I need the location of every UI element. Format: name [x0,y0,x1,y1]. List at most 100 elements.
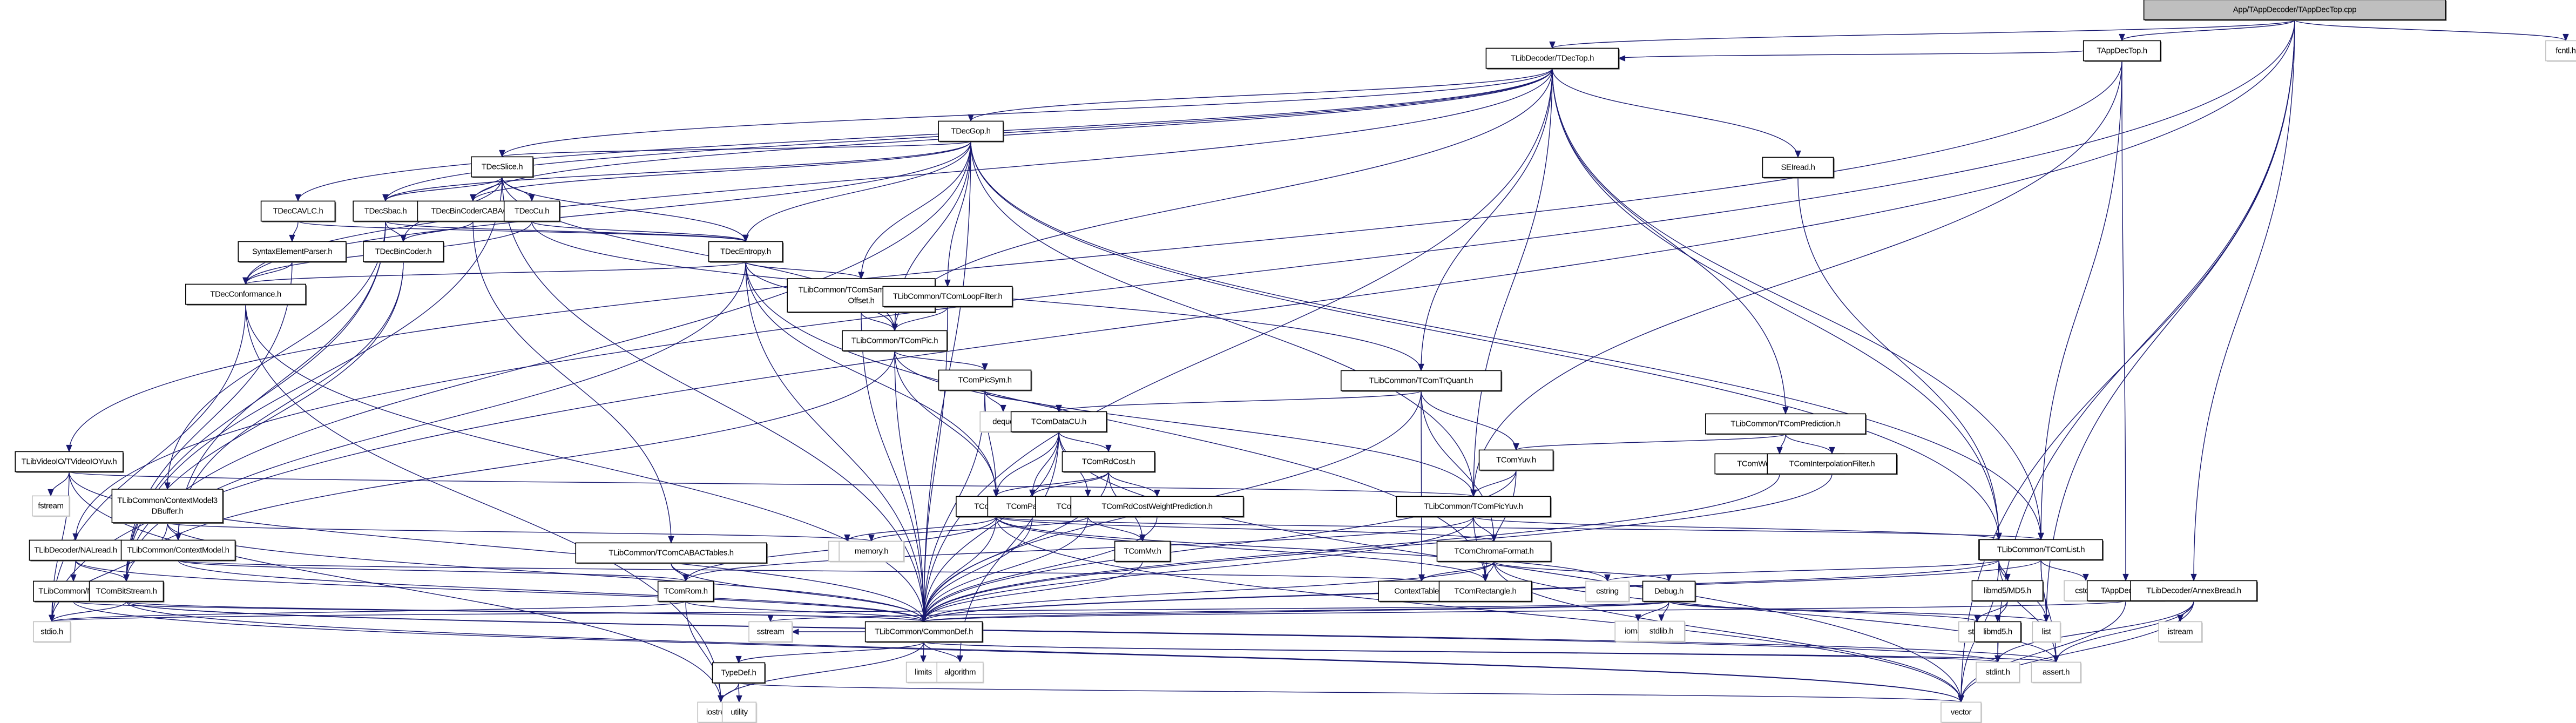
node-sstream: sstream [748,621,793,643]
edge-tcomlist-to-assert [2040,559,2059,663]
edge-debug-to-commondef [921,600,1669,623]
node-tcompicyuv[interactable]: TLibCommon/TComPicYuv.h [1396,496,1552,518]
edge-line [75,560,924,622]
arrowhead [1513,443,1519,451]
node-stdint: stdint.h [1976,661,2020,684]
node-tcompicsym[interactable]: TComPicSym.h [938,369,1032,391]
edge-line [923,600,2126,623]
node-tcomrom[interactable]: TComRom.h [657,580,715,603]
edge-line [1108,471,1158,497]
node-label: TComDataCU.h [1031,417,1086,427]
node-tvideoio[interactable]: TLibVideoIO/TVideoIOYuv.h [15,451,124,473]
edge-tdectop-to-tdeccavlc [295,68,1553,202]
node-tdectop[interactable]: TLibDecoder/TDecTop.h [1485,48,1620,70]
node-tdecslice[interactable]: TDecSlice.h [471,156,535,178]
node-tcompic[interactable]: TLibCommon/TComPic.h [842,330,948,352]
edge-tcompic-to-tcompicsym [894,350,988,371]
edge-line [947,141,971,287]
node-typedef[interactable]: TypeDef.h [712,662,766,684]
edge-line [178,221,386,540]
node-commondef[interactable]: TLibCommon/CommonDef.h [864,621,984,643]
edge-tcomloopfilter-to-tcompic [891,306,948,332]
edge-tcomdatacu-to-tcomrdcost [1058,431,1112,452]
node-label: libmd5.h [1983,627,2012,637]
node-label: DBuffer.h [152,507,184,516]
edge-line [1552,68,1786,414]
node-tcomprediction[interactable]: TLibCommon/TComPrediction.h [1705,413,1867,435]
node-seiread[interactable]: SEIread.h [1762,157,1835,179]
node-libmd5_md5[interactable]: libmd5/MD5.h [1971,580,2044,602]
node-box [2545,40,2576,62]
node-cabactables[interactable]: TLibCommon/TComCABACTables.h [575,542,768,564]
edge-tcompicyuv-to-tcomchroma [1473,516,1497,542]
edge-line [245,261,746,285]
edge-line [770,600,1669,623]
edge-line [245,304,721,702]
edge-line [996,431,1059,497]
edge-line [970,141,1999,540]
edge-line [51,601,127,622]
edge-tdecconformance-to-iostream [245,304,724,703]
node-tcomrdcostwp[interactable]: TComRdCostWeightPrediction.h [1070,496,1245,518]
edge-tappdeccfg-to-commondef [921,600,2126,623]
arrowhead [735,656,742,664]
node-tappdectop_h[interactable]: TAppDecTop.h [2083,40,2162,62]
node-tdecsbac[interactable]: TDecSbac.h [353,200,419,222]
node-stdlib: stdlib.h [1638,620,1686,643]
node-syntaxparser[interactable]: SyntaxElementParser.h [238,241,347,263]
node-debug[interactable]: Debug.h [1642,580,1696,603]
node-label: TypeDef.h [721,668,756,678]
node-tcomtrquant[interactable]: TLibCommon/TComTrQuant.h [1340,370,1503,392]
node-contextmodel[interactable]: TLibCommon/ContextModel.h [120,539,236,562]
node-box [260,200,336,222]
edge-tcomrdcost-to-tcomslice [993,471,1109,497]
node-root[interactable]: App/TAppDecoder/TAppDecTop.cpp [2143,0,2447,21]
edge-line [51,600,1669,623]
edge-line [1473,68,1553,497]
node-tcommv[interactable]: TComMv.h [1114,540,1172,563]
node-box [31,495,70,517]
node-tcomrdcost[interactable]: TComRdCost.h [1061,451,1156,473]
edge-line [894,350,924,622]
edge-debug-to-sstream [767,600,1669,623]
node-nalread[interactable]: TLibDecoder/NALread.h [29,539,123,562]
node-label: TDecBinCoder.h [375,247,432,256]
node-tcomdatacu[interactable]: TComDataCU.h [1010,411,1108,433]
edge-tcomdatacu-to-commondef [921,431,1059,623]
edge-tcommotioninfo-to-memory [868,516,1088,542]
edge-line [126,350,895,582]
edge-line [984,390,1059,412]
node-tcombitstream[interactable]: TComBitStream.h [89,580,165,603]
node-tdeccu[interactable]: TDecCu.h [503,200,561,222]
edge-tdecentropy-to-commondef [745,261,927,623]
node-tcominterp[interactable]: TComInterpolationFilter.h [1767,453,1898,475]
node-box [2031,661,2081,683]
node-tcomloopfilter[interactable]: TLibCommon/TComLoopFilter.h [882,286,1013,308]
node-tdeccavlc[interactable]: TDecCAVLC.h [260,200,336,222]
edge-debug-to-list [1668,600,2050,623]
node-annexbread[interactable]: TLibDecoder/AnnexBread.h [2130,580,2258,602]
arrowhead [48,489,54,497]
arrowhead [791,629,799,635]
node-tdecbincoder[interactable]: TDecBinCoder.h [363,241,445,263]
edge-tcompicsym-to-deque [984,390,1006,413]
arrowhead [2053,655,2059,663]
arrowhead [1795,150,1801,158]
node-tcomyuv[interactable]: TComYuv.h [1478,449,1554,471]
node-tcomchroma[interactable]: TComChromaFormat.h [1436,540,1552,563]
node-tdecgop[interactable]: TDecGop.h [938,120,1004,143]
node-tcomrect[interactable]: TComRectangle.h [1438,580,1533,603]
edge-line [69,60,2122,452]
edge-line [923,474,1780,622]
node-tdecentropy[interactable]: TDecEntropy.h [708,241,784,263]
arrowhead [66,444,72,452]
edge-line [2121,19,2295,42]
node-tdecconformance[interactable]: TDecConformance.h [185,283,307,306]
node-label: limits [915,668,932,677]
node-tcomlist[interactable]: TLibCommon/TComList.h [1979,539,2104,561]
node-box [1485,48,1619,69]
edge-line [178,560,924,622]
node-libmd5[interactable]: libmd5.h [1974,621,2022,643]
node-list: list [2032,621,2061,643]
